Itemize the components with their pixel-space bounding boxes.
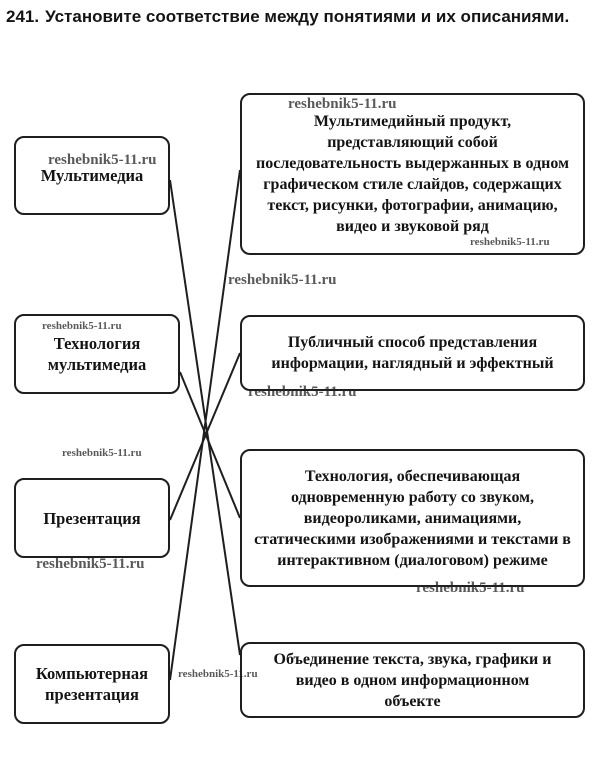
watermark: reshebnik5-11.ru xyxy=(416,580,525,596)
task-header: 241. Установите соответствие между поняти… xyxy=(6,6,586,27)
connector-multimedia xyxy=(169,179,241,656)
watermark: reshebnik5-11.ru xyxy=(36,556,145,572)
description-box-3[interactable]: Технология, обеспечивающая одновременную… xyxy=(240,449,585,587)
connector-multimedia-technology xyxy=(179,371,241,519)
connector-presentation xyxy=(169,352,241,521)
concept-label: Мультимедиа xyxy=(40,166,144,185)
concept-box-multimedia[interactable]: Мультимедиа xyxy=(14,136,170,215)
task-text: Установите соответствие между понятиями … xyxy=(45,7,570,26)
watermark: reshebnik5-11.ru xyxy=(48,152,157,168)
watermark: reshebnik5-11.ru xyxy=(228,272,337,288)
concept-label: Презентация xyxy=(43,508,141,528)
concept-box-multimedia-technology[interactable]: Технология мультимедиа xyxy=(14,314,180,394)
description-text: Публичный способ представления информаци… xyxy=(271,334,554,372)
task-number: 241. xyxy=(6,7,40,26)
watermark: reshebnik5-11.ru xyxy=(178,668,258,680)
watermark: reshebnik5-11.ru xyxy=(62,447,142,459)
description-text: Мультимедийный продукт, представляющий с… xyxy=(256,113,569,235)
description-text: Технология, обеспечивающая одновременную… xyxy=(254,467,571,569)
watermark: reshebnik5-11.ru xyxy=(470,236,550,248)
concept-label: Технология мультимедиа xyxy=(47,334,147,374)
description-text: Объединение текста, звука, графики и вид… xyxy=(273,650,552,710)
concept-label: Компьютерная презентация xyxy=(35,664,149,704)
concept-box-computer-presentation[interactable]: Компьютерная презентация xyxy=(14,644,170,724)
description-box-1[interactable]: Мультимедийный продукт, представляющий с… xyxy=(240,93,585,255)
connector-computer-presentation xyxy=(169,169,241,681)
watermark: reshebnik5-11.ru xyxy=(42,320,122,332)
watermark: reshebnik5-11.ru xyxy=(288,96,397,112)
description-box-2[interactable]: Публичный способ представления информаци… xyxy=(240,315,585,391)
concept-box-presentation[interactable]: Презентация xyxy=(14,478,170,558)
watermark: reshebnik5-11.ru xyxy=(248,384,357,400)
description-box-4[interactable]: Объединение текста, звука, графики и вид… xyxy=(240,642,585,718)
